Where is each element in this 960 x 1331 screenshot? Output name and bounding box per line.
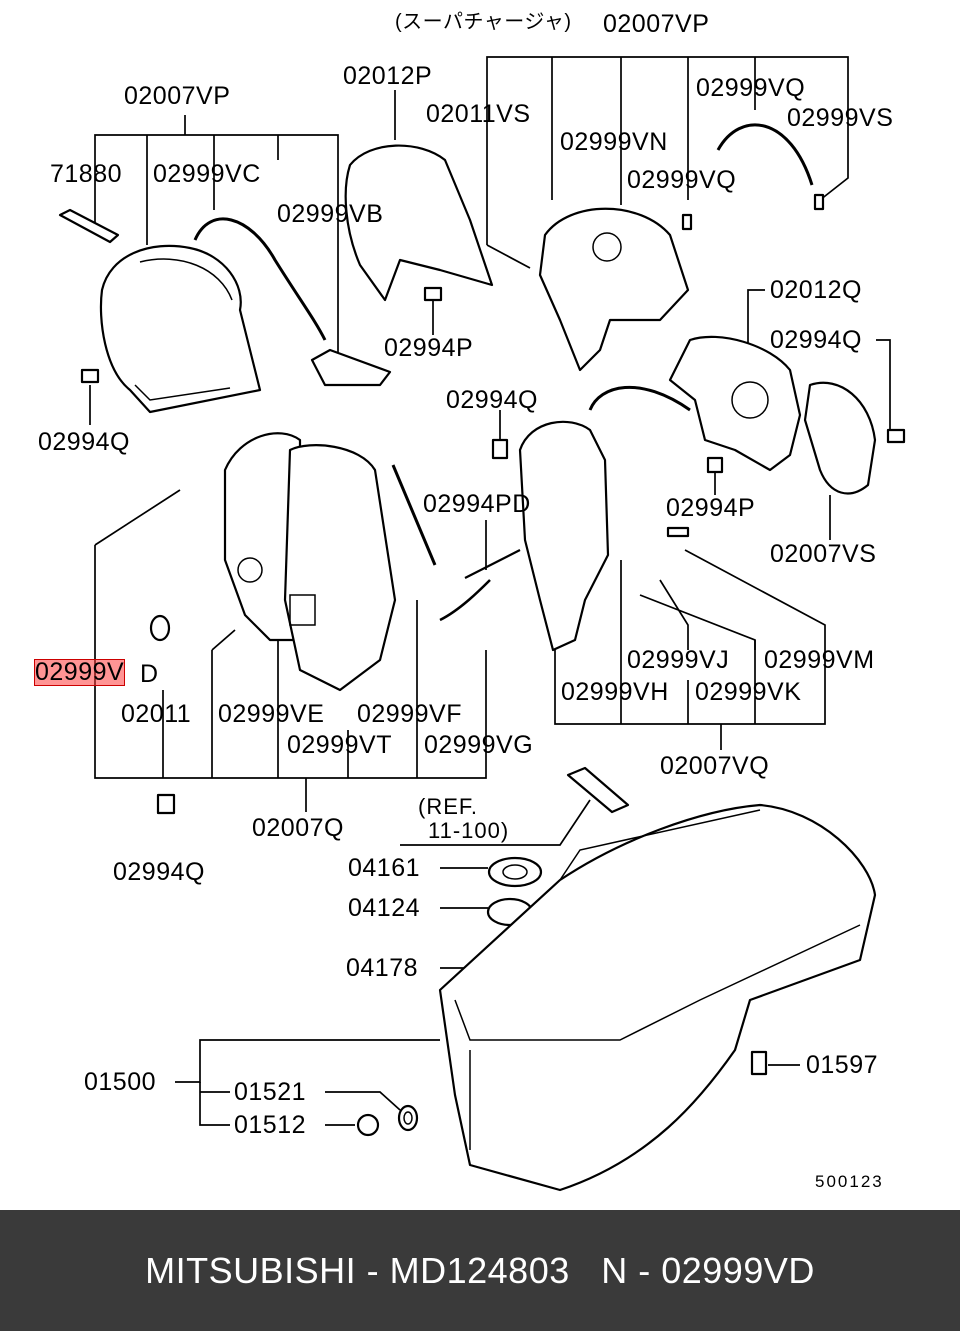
label-02999VG: 02999VG (424, 731, 534, 759)
label-02012Q: 02012Q (770, 276, 862, 304)
leader-lines (89, 56, 891, 1126)
cap-02011 (149, 614, 171, 642)
label-supercharger-note: (スーパチャージャ) (395, 11, 572, 33)
label-02999VM: 02999VM (764, 646, 875, 674)
label-02999VQ-b: 02999VQ (627, 166, 737, 194)
footer-bar: MITSUBISHI - MD124803 N - 02999VD (0, 1210, 960, 1331)
small-bolts (80, 193, 906, 815)
gasket-71880 (58, 208, 120, 244)
supercharger-cover (538, 207, 690, 372)
label-01512: 01512 (234, 1111, 307, 1139)
bolt-01597 (750, 1050, 768, 1076)
upper-left-cover (99, 244, 262, 414)
lower-mid-cover (283, 444, 397, 692)
label-02994P-a: 02994P (384, 334, 474, 362)
label-02999VK: 02999VK (695, 678, 802, 706)
label-02007Q: 02007Q (252, 814, 344, 842)
label-02007VS: 02007VS (770, 540, 877, 568)
label-02999VH: 02999VH (561, 678, 669, 706)
label-02011VS: 02011VS (426, 100, 531, 128)
label-ref-line2: 11-100) (428, 818, 510, 843)
label-02999VF: 02999VF (357, 700, 462, 728)
right-back-plate (668, 335, 802, 472)
ref-tube (566, 766, 630, 814)
label-02999VE: 02999VE (218, 700, 325, 728)
label-02999VT: 02999VT (287, 731, 392, 759)
gasket-04161 (487, 856, 543, 888)
label-04124: 04124 (348, 894, 421, 922)
label-02994Q-left: 02994Q (38, 428, 130, 456)
label-02994Q-right: 02994Q (770, 326, 862, 354)
diagram-drawing (58, 56, 906, 1192)
parts-diagram: (スーパチャージャ) 02007VP 02012P 02011VS 02999V… (33, 10, 906, 1192)
label-02994Q-bottom: 02994Q (113, 858, 205, 886)
label-71880: 71880 (50, 160, 123, 188)
oil-pan-01500 (438, 803, 877, 1192)
seal-strips (391, 464, 491, 622)
lower-left-cover (223, 432, 302, 642)
mid-right-cover (518, 386, 691, 652)
label-02999VS: 02999VS (787, 104, 894, 132)
label-01597: 01597 (806, 1051, 879, 1079)
label-02999VN: 02999VN (560, 128, 668, 156)
label-01521: 01521 (234, 1078, 307, 1106)
upper-mid-cover (344, 144, 494, 302)
bolt-02994PD (464, 549, 521, 579)
bracket-02999VB (310, 348, 392, 387)
label-02999VB: 02999VB (277, 200, 384, 228)
label-ref-line1: (REF. (418, 794, 478, 819)
label-02994P-b: 02994P (666, 494, 756, 522)
label-04178: 04178 (346, 954, 419, 982)
seal-02999VQ (716, 123, 814, 186)
seal-02999VC (193, 217, 327, 341)
label-02999VC: 02999VC (153, 160, 261, 188)
label-02999VQ-a: 02999VQ (696, 74, 806, 102)
label-02999VD-highlighted: 02999V (33, 658, 126, 686)
washer-01521 (397, 1104, 419, 1132)
label-02011: 02011 (121, 700, 192, 728)
diagram-number: 500123 (815, 1172, 884, 1191)
right-small-cover (803, 381, 877, 495)
label-02994Q-mid: 02994Q (446, 386, 538, 414)
label-02007VQ: 02007VQ (660, 752, 770, 780)
label-02012P: 02012P (343, 62, 433, 90)
plug-01512 (356, 1113, 380, 1137)
label-04161: 04161 (348, 854, 421, 882)
label-02994PD: 02994PD (423, 490, 531, 518)
label-02007VP-top: 02007VP (603, 10, 710, 38)
label-01500: 01500 (84, 1068, 157, 1096)
part-caption: MITSUBISHI - MD124803 N - 02999VD (145, 1249, 815, 1291)
label-02999VJ: 02999VJ (627, 646, 730, 674)
label-02999VD-suffix: D (140, 660, 159, 688)
label-02007VP-left: 02007VP (124, 82, 231, 110)
